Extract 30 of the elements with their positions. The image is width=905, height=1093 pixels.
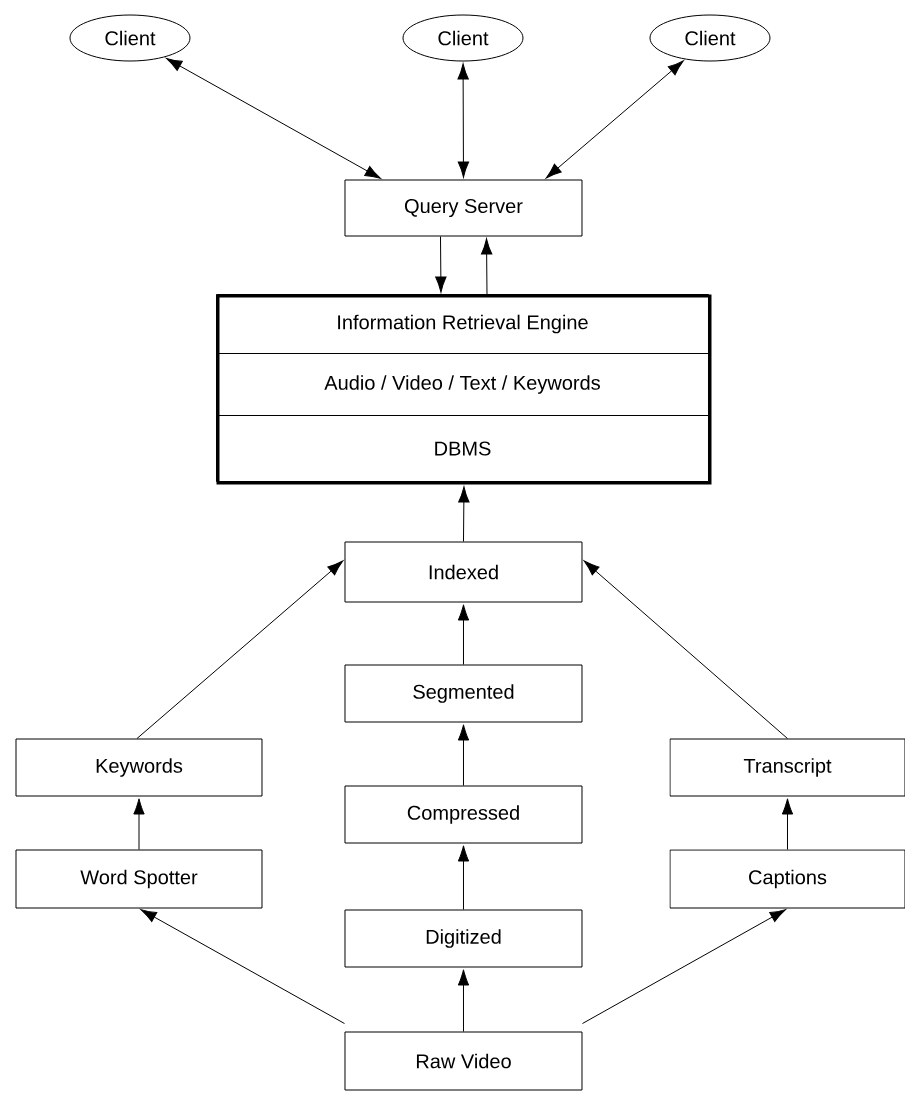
process-box: Keywords — [15, 738, 263, 797]
engine-layer: DBMS — [216, 415, 709, 482]
process-box: Raw Video — [344, 1031, 583, 1091]
arrow — [133, 798, 145, 850]
process-box: Word Spotter — [15, 849, 263, 909]
process-box: Digitized — [344, 909, 583, 968]
process-box: Query Server — [344, 179, 583, 237]
arrow — [545, 60, 684, 179]
engine-layer: Audio / Video / Text / Keywords — [216, 353, 709, 416]
engine-box — [216, 294, 712, 485]
process-box: Transcript — [669, 738, 905, 797]
arrow — [457, 724, 470, 786]
arrow — [457, 845, 470, 910]
arrow — [583, 560, 788, 739]
arrow — [165, 57, 381, 179]
process-box: Segmented — [344, 664, 583, 723]
arrow — [582, 909, 786, 1024]
arrow — [480, 238, 493, 295]
engine-layer: Information Retrieval Engine — [216, 294, 709, 354]
arrow — [781, 798, 794, 850]
process-box: Captions — [669, 849, 905, 909]
process-box: Indexed — [344, 541, 583, 603]
process-box: Compressed — [344, 785, 583, 844]
arrow — [435, 236, 447, 293]
arrow — [140, 909, 345, 1024]
arrow — [457, 63, 470, 178]
arrow — [136, 560, 344, 739]
arrow — [457, 969, 470, 1032]
arrow — [457, 604, 470, 665]
arrow — [458, 486, 470, 542]
